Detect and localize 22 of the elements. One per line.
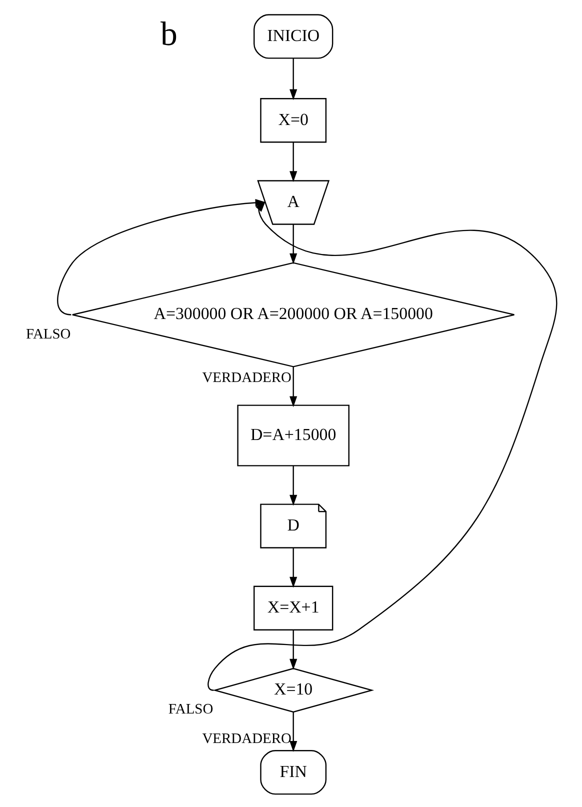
node-diamond: A=300000 OR A=200000 OR A=150000 <box>72 262 515 368</box>
arrow <box>290 58 298 100</box>
arrow <box>290 630 298 670</box>
node-box: FIN <box>260 750 327 795</box>
edge-label: VERDADERO <box>202 370 292 386</box>
node-box: X=X+1 <box>254 586 334 630</box>
edge-label: FALSO <box>26 326 71 342</box>
node-box: D=A+15000 <box>237 404 350 466</box>
arrow <box>208 201 558 691</box>
arrow <box>290 712 298 752</box>
node-box: INICIO <box>254 14 334 59</box>
edge-label: FALSO <box>168 702 214 718</box>
arrow <box>290 224 298 264</box>
edge-label: VERDADERO <box>202 730 292 747</box>
arrow <box>57 198 266 316</box>
arrow <box>290 548 298 588</box>
arrow <box>290 366 298 408</box>
node-box: X=0 <box>260 98 327 143</box>
arrow <box>290 466 298 506</box>
node-diamond: X=10 <box>212 668 374 713</box>
label: b <box>160 16 178 53</box>
arrow <box>290 142 298 182</box>
